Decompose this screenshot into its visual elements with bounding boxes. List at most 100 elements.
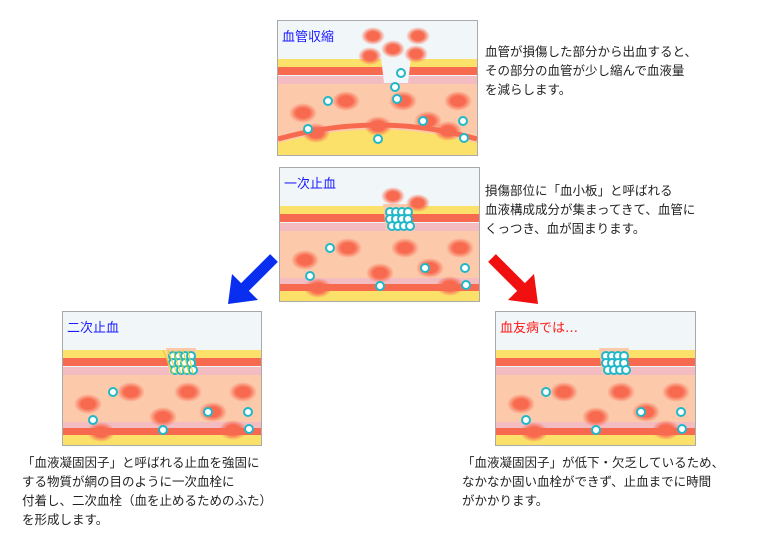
red-blood-cell xyxy=(87,422,115,442)
red-blood-cell xyxy=(174,382,202,402)
outer-layer xyxy=(63,350,261,358)
platelet xyxy=(591,425,601,435)
red-blood-cell xyxy=(436,276,464,296)
platelet xyxy=(303,124,313,134)
panel-title: 一次止血 xyxy=(284,177,337,192)
vessel-wall xyxy=(280,214,479,222)
vessel-wall xyxy=(278,67,477,75)
red-blood-cell xyxy=(444,91,472,111)
lower-outer-layer xyxy=(496,435,695,445)
fibrin-mesh xyxy=(162,349,174,375)
panel-description: 損傷部位に「血小板」と呼ばれる 血液構成成分が集まってきて、血管に くっつき、血… xyxy=(485,183,696,236)
red-blood-cell xyxy=(446,238,474,258)
platelet xyxy=(108,387,118,397)
platelet xyxy=(418,116,428,126)
red-blood-cell xyxy=(404,45,428,63)
platelet-clot xyxy=(405,221,415,231)
red-blood-cell xyxy=(358,47,382,65)
red-blood-cell xyxy=(219,420,247,440)
red-blood-cell xyxy=(607,382,635,402)
red-blood-cell xyxy=(74,394,102,414)
vessel-illustration xyxy=(280,187,479,301)
red-blood-cell xyxy=(361,27,385,45)
platelet xyxy=(88,415,98,425)
panel-title: 血友病では… xyxy=(500,321,579,336)
platelet xyxy=(458,116,468,126)
vessel-illustration xyxy=(496,348,695,445)
platelet xyxy=(677,424,687,434)
panel-secondary-hemostasis: 二次止血 xyxy=(62,311,262,446)
endothelium xyxy=(63,367,261,375)
panel-vasoconstriction: 血管収縮 xyxy=(277,20,478,156)
vessel-illustration xyxy=(278,27,477,155)
red-blood-cell xyxy=(291,250,319,270)
red-blood-cell xyxy=(304,278,332,298)
platelet xyxy=(323,96,333,106)
vessel-illustration xyxy=(63,348,261,445)
platelet xyxy=(396,68,406,78)
platelet xyxy=(461,280,471,290)
endothelium xyxy=(278,76,477,84)
platelet xyxy=(676,407,686,417)
platelet xyxy=(305,271,315,281)
red-blood-cell xyxy=(149,407,177,427)
red-blood-cell xyxy=(507,394,535,414)
red-blood-cell xyxy=(652,420,680,440)
panel-hemophilia: 血友病では… xyxy=(495,311,696,446)
platelet xyxy=(373,134,383,144)
fibrin-mesh xyxy=(172,349,182,375)
platelet xyxy=(244,424,254,434)
platelet xyxy=(243,407,253,417)
platelet xyxy=(375,281,385,291)
platelet xyxy=(541,387,551,397)
platelet xyxy=(459,133,469,143)
red-blood-cell xyxy=(550,382,578,402)
red-blood-cell xyxy=(520,422,548,442)
wound-gap xyxy=(381,57,411,83)
red-blood-cell xyxy=(662,382,690,402)
outer-layer xyxy=(280,206,479,214)
red-arrow-icon xyxy=(488,254,538,304)
red-blood-cell xyxy=(434,121,462,141)
vessel-wall xyxy=(63,358,261,366)
blue-arrow-icon xyxy=(228,254,278,304)
red-blood-cell xyxy=(381,40,405,58)
red-blood-cell xyxy=(406,27,430,45)
lower-outer-layer xyxy=(280,291,479,301)
red-blood-cell xyxy=(364,116,392,136)
panel-primary-hemostasis: 一次止血 xyxy=(279,167,480,302)
platelet xyxy=(158,425,168,435)
panel-description: 血管が損傷した部分から出血すると、 その部分の血管が少し縮んで血液量 を減らしま… xyxy=(485,44,698,97)
red-blood-cell xyxy=(229,382,257,402)
platelet xyxy=(460,263,470,273)
panel-description: 「血液凝固因子」が低下・欠乏しているため、 なかなか固い血栓ができず、止血までに… xyxy=(462,455,725,508)
red-blood-cell xyxy=(334,238,362,258)
vessel-wall xyxy=(496,358,695,366)
fibrin-mesh xyxy=(167,349,178,375)
red-blood-cell xyxy=(391,238,419,258)
panel-description: 「血液凝固因子」と呼ばれる止血を強固に する物質が網の目のように一次血栓に 付着… xyxy=(22,455,273,527)
red-blood-cell xyxy=(406,194,430,212)
endothelium xyxy=(280,223,479,231)
endothelium xyxy=(496,367,695,375)
red-blood-cell xyxy=(381,187,405,205)
outer-layer xyxy=(496,350,695,358)
platelet xyxy=(325,243,335,253)
panel-title: 血管収縮 xyxy=(282,30,335,45)
red-blood-cell xyxy=(117,382,145,402)
platelet-clot xyxy=(621,365,631,375)
platelet xyxy=(420,263,430,273)
fibrin-mesh xyxy=(177,349,186,375)
fibrin-mesh xyxy=(187,349,194,375)
lower-outer-layer xyxy=(63,435,261,445)
red-blood-cell xyxy=(366,263,394,283)
red-blood-cell xyxy=(289,103,317,123)
panel-title: 二次止血 xyxy=(67,321,120,336)
red-blood-cell xyxy=(582,407,610,427)
platelet xyxy=(636,407,646,417)
platelet xyxy=(392,94,402,104)
platelet xyxy=(521,415,531,425)
red-blood-cell xyxy=(332,91,360,111)
platelet xyxy=(390,82,400,92)
platelet xyxy=(203,407,213,417)
